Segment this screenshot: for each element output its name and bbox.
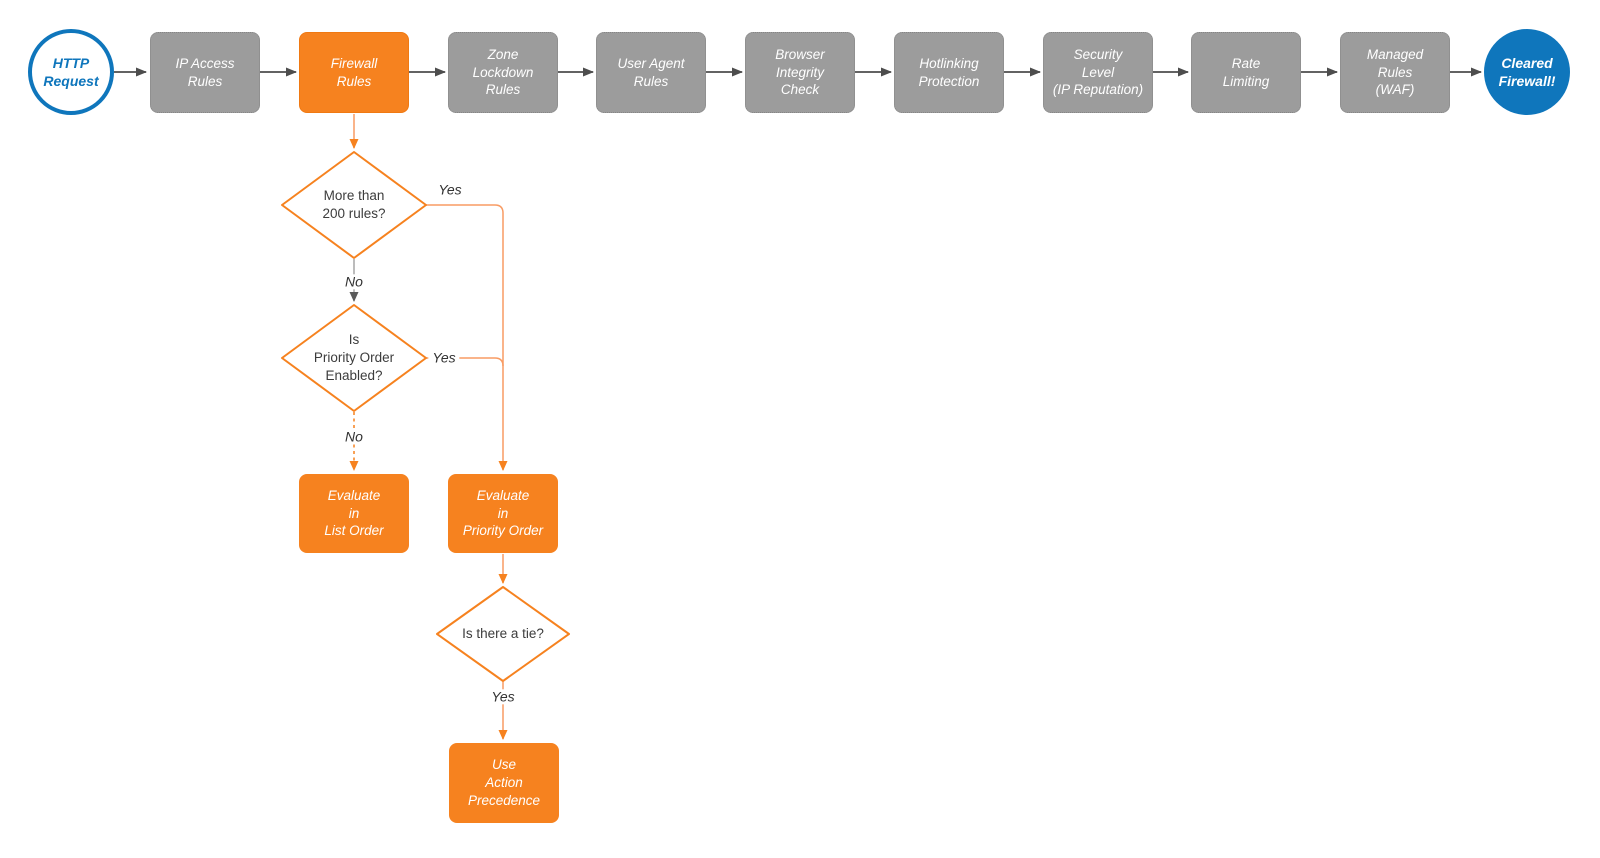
edge-label-decision1-yes: Yes (434, 181, 466, 198)
edge-decision1-yes (426, 204, 508, 471)
node-label: Zone Lockdown Rules (472, 46, 534, 98)
node-ip-access-rules: IP Access Rules (150, 32, 260, 113)
node-zone-lockdown-rules: Zone Lockdown Rules (448, 32, 558, 113)
node-label: Use Action Precedence (467, 757, 541, 808)
decision-is-there-a-tie: Is there a tie? (437, 587, 569, 681)
node-security-level: Security Level (IP Reputation) (1043, 32, 1153, 113)
cleared-firewall-label: Cleared Firewall! (1498, 54, 1556, 89)
node-label: User Agent Rules (617, 55, 685, 89)
edge-label-decision2-yes: Yes (428, 349, 460, 366)
node-label: Firewall Rules (330, 55, 378, 89)
edge-label-decision3-yes: Yes (487, 688, 519, 705)
node-label: IP Access Rules (175, 55, 235, 89)
decision-label: More than 200 rules? (322, 187, 386, 221)
node-rate-limiting: Rate Limiting (1191, 32, 1301, 113)
node-managed-rules-waf: Managed Rules (WAF) (1340, 32, 1450, 113)
node-label: Browser Integrity Check (775, 46, 825, 98)
node-browser-integrity-check: Browser Integrity Check (745, 32, 855, 113)
decision-priority-order-enabled: Is Priority Order Enabled? (282, 305, 426, 411)
node-cleared-firewall: Cleared Firewall! (1484, 29, 1570, 115)
decision-label: Is Priority Order Enabled? (313, 331, 395, 384)
edge-label-decision1-no: No (341, 273, 367, 290)
decision-more-than-200-rules: More than 200 rules? (282, 152, 426, 258)
node-evaluate-in-priority-order: Evaluate in Priority Order (448, 474, 558, 553)
node-label: Managed Rules (WAF) (1366, 46, 1424, 98)
node-evaluate-in-list-order: Evaluate in List Order (299, 474, 409, 553)
node-use-action-precedence: Use Action Precedence (449, 743, 559, 823)
node-label: Evaluate in List Order (324, 487, 384, 539)
edge-label-decision2-no: No (341, 428, 367, 445)
node-label: Rate Limiting (1222, 55, 1270, 89)
node-hotlinking-protection: Hotlinking Protection (894, 32, 1004, 113)
node-label: Security Level (IP Reputation) (1052, 46, 1144, 98)
node-firewall-rules: Firewall Rules (299, 32, 409, 113)
node-user-agent-rules: User Agent Rules (596, 32, 706, 113)
node-label: Hotlinking Protection (918, 55, 980, 89)
node-http-request: HTTP Request (28, 29, 114, 115)
http-request-label: HTTP Request (43, 54, 99, 89)
decision-label: Is there a tie? (462, 625, 544, 641)
node-label: Evaluate in Priority Order (462, 487, 544, 539)
